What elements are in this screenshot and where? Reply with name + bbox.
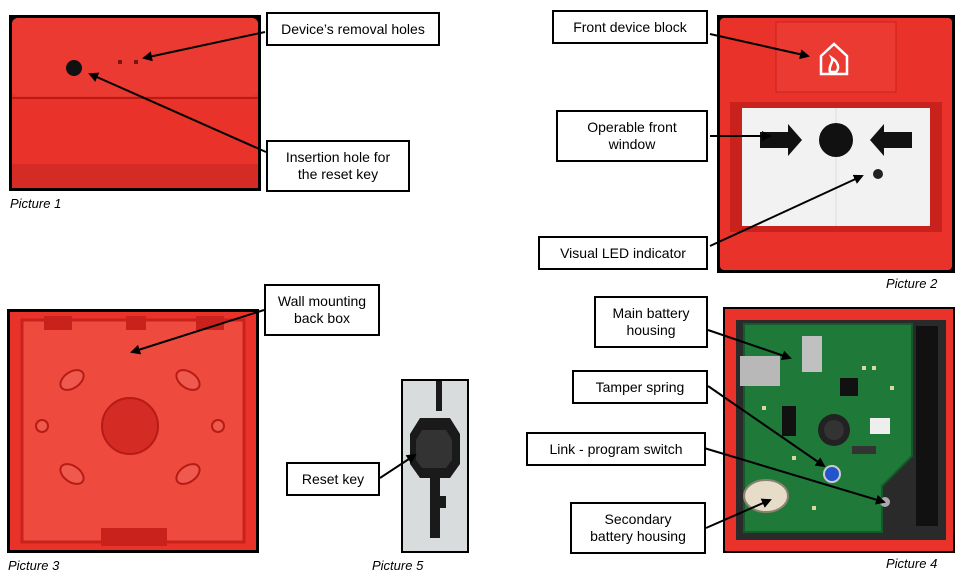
picture-3-back-box bbox=[6, 308, 260, 554]
link-switch bbox=[880, 497, 890, 507]
callout-text: back box bbox=[293, 310, 351, 326]
caption-picture-2: Picture 2 bbox=[886, 276, 938, 291]
picture-4-circuit-board bbox=[722, 306, 956, 554]
callout-main-battery: Main battery housing bbox=[594, 296, 708, 348]
callout-text: window bbox=[608, 136, 656, 152]
callout-text: Front device block bbox=[573, 18, 687, 35]
callout-link: Link - program switch bbox=[526, 432, 706, 466]
fire-house-icon bbox=[819, 42, 849, 76]
caption-picture-1: Picture 1 bbox=[10, 196, 62, 211]
picture-5-reset-key bbox=[400, 378, 470, 554]
callout-text: battery housing bbox=[590, 528, 686, 544]
led-indicator bbox=[873, 169, 883, 179]
callout-text: Reset key bbox=[301, 470, 365, 487]
picture-2-device-front bbox=[716, 14, 956, 274]
callout-text: Wall mounting bbox=[277, 293, 367, 309]
reset-key-hole bbox=[66, 60, 82, 76]
callout-tamper: Tamper spring bbox=[572, 370, 708, 404]
callout-text: Tamper spring bbox=[595, 378, 685, 395]
callout-wall-box: Wall mounting back box bbox=[264, 284, 380, 336]
callout-front-block: Front device block bbox=[552, 10, 708, 44]
push-button bbox=[819, 123, 853, 157]
callout-text: Visual LED indicator bbox=[560, 244, 686, 261]
callout-insertion-hole: Insertion hole for the reset key bbox=[266, 140, 410, 192]
removal-hole bbox=[118, 60, 122, 64]
callout-removal-holes: Device’s removal holes bbox=[266, 12, 440, 46]
callout-text: Insertion hole for bbox=[285, 149, 391, 165]
secondary-battery-holder bbox=[743, 479, 789, 513]
tamper-spring bbox=[823, 465, 841, 483]
main-battery-clip bbox=[740, 356, 780, 386]
callout-text: Secondary bbox=[604, 511, 672, 527]
callout-text: Operable front bbox=[587, 119, 677, 135]
callout-led: Visual LED indicator bbox=[538, 236, 708, 270]
callout-text: the reset key bbox=[297, 166, 379, 182]
callout-reset-key: Reset key bbox=[286, 462, 380, 496]
caption-picture-4: Picture 4 bbox=[886, 556, 938, 571]
callout-text: housing bbox=[626, 322, 676, 338]
picture-1-device-top bbox=[8, 14, 262, 192]
callout-text: Link - program switch bbox=[549, 440, 683, 457]
caption-picture-3: Picture 3 bbox=[8, 558, 60, 573]
removal-hole bbox=[134, 60, 138, 64]
caption-picture-5: Picture 5 bbox=[372, 558, 424, 573]
callout-text: Main battery bbox=[612, 305, 690, 321]
callout-front-window: Operable front window bbox=[556, 110, 708, 162]
callout-text: Device’s removal holes bbox=[281, 20, 425, 37]
callout-secondary-battery: Secondary battery housing bbox=[570, 502, 706, 554]
